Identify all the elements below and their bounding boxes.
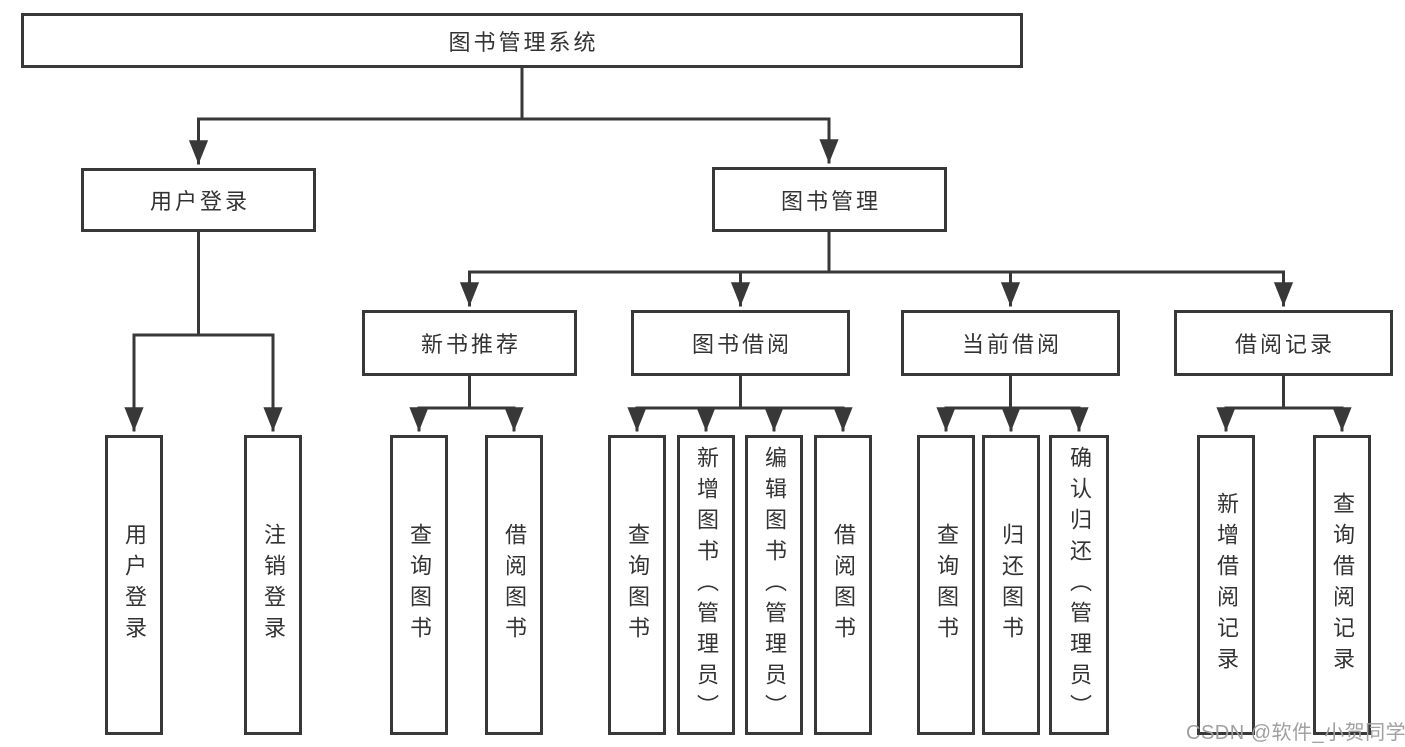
leaf-records-add-record-label: 新增借阅记录	[1214, 492, 1239, 678]
leaf-borrow-borrow-books-label: 借阅图书	[831, 523, 856, 647]
leaf-newbooks-query-books: 查询图书	[390, 435, 448, 735]
leaf-current-query-books: 查询图书	[917, 435, 975, 735]
leaf-current-confirm-return-admin: 确认归还（管理员）	[1049, 435, 1109, 735]
leaf-borrow-edit-books-admin: 编辑图书（管理员）	[745, 435, 803, 735]
node-root: 图书管理系统	[21, 13, 1023, 68]
leaf-logout: 注销登录	[244, 435, 302, 735]
leaf-borrow-add-books-admin: 新增图书（管理员）	[677, 435, 735, 735]
node-current-borrowing: 当前借阅	[901, 310, 1120, 376]
leaf-current-query-books-label: 查询图书	[934, 523, 959, 647]
leaf-user-login-label: 用户登录	[122, 523, 147, 647]
leaf-borrow-edit-books-admin-label: 编辑图书（管理员）	[762, 445, 787, 725]
leaf-newbooks-borrow-books-label: 借阅图书	[502, 523, 527, 647]
leaf-borrow-query-books-label: 查询图书	[625, 523, 650, 647]
node-book-borrowing: 图书借阅	[631, 310, 850, 376]
leaf-newbooks-query-books-label: 查询图书	[407, 523, 432, 647]
leaf-logout-label: 注销登录	[261, 523, 286, 647]
leaf-records-query-record: 查询借阅记录	[1313, 435, 1371, 735]
node-borrow-records: 借阅记录	[1174, 310, 1393, 376]
leaf-borrow-add-books-admin-label: 新增图书（管理员）	[694, 445, 719, 725]
leaf-newbooks-borrow-books: 借阅图书	[485, 435, 543, 735]
node-book-management: 图书管理	[712, 167, 947, 232]
leaf-borrow-borrow-books: 借阅图书	[814, 435, 872, 735]
leaf-borrow-query-books: 查询图书	[608, 435, 666, 735]
leaf-records-query-record-label: 查询借阅记录	[1330, 492, 1355, 678]
node-new-book-recommend: 新书推荐	[362, 310, 577, 376]
leaf-user-login: 用户登录	[105, 435, 163, 735]
leaf-records-add-record: 新增借阅记录	[1197, 435, 1255, 735]
leaf-current-return-books-label: 归还图书	[999, 523, 1024, 647]
leaf-current-return-books: 归还图书	[982, 435, 1040, 735]
leaf-current-confirm-return-admin-label: 确认归还（管理员）	[1067, 445, 1092, 725]
node-user-login: 用户登录	[81, 168, 316, 232]
csdn-watermark: CSDN @软件_小贺同学	[1186, 722, 1405, 744]
